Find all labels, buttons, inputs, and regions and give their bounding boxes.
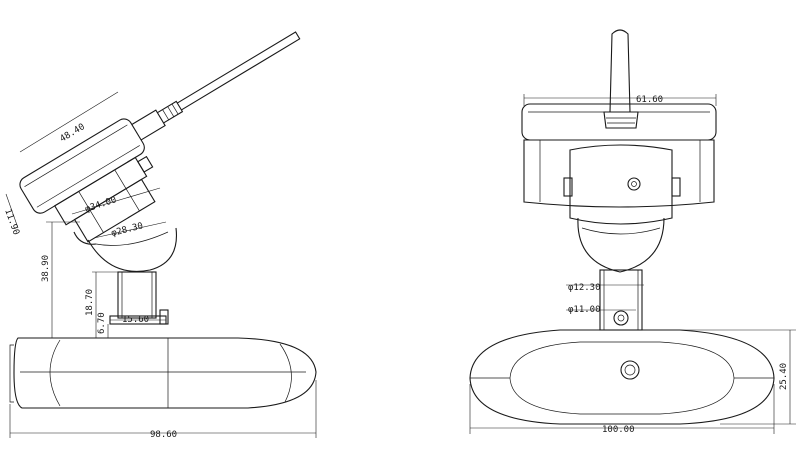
side-base: [9, 337, 317, 409]
dim-front-dia-12-30: φ12.30: [568, 283, 601, 293]
dim-side-18-70: 18.70: [85, 289, 95, 316]
side-camera: [19, 31, 301, 243]
dim-side-dia-28: φ28.30: [110, 221, 144, 239]
front-base: [469, 329, 775, 425]
dim-front-61-60: 61.60: [636, 95, 663, 105]
front-neck: [599, 269, 643, 331]
dim-front-25-40: 25.40: [779, 363, 789, 390]
dim-side-15-60: 15.60: [122, 315, 149, 325]
dim-side-98-60: 98.60: [150, 430, 177, 440]
dim-side-48-40: 48.40: [58, 122, 86, 145]
front-antenna: [603, 29, 639, 129]
side-view: 48.40 11.90 φ34.00 φ28.30 38.90 18.70 15…: [2, 31, 317, 440]
dim-front-100-00: 100.00: [602, 425, 635, 435]
front-view: 61.60 φ12.30 φ11.00 25.40 100.00: [469, 29, 796, 435]
dim-side-dia-34: φ34.00: [84, 195, 118, 215]
dim-side-11-90: 11.90: [2, 208, 21, 237]
front-housing: [521, 103, 717, 225]
dim-side-38-90: 38.90: [41, 255, 51, 282]
front-ball: [577, 217, 665, 273]
dim-front-dia-11-00: φ11.00: [568, 305, 601, 315]
dim-side-6-70: 6.70: [97, 312, 107, 334]
side-ball: [73, 227, 178, 272]
